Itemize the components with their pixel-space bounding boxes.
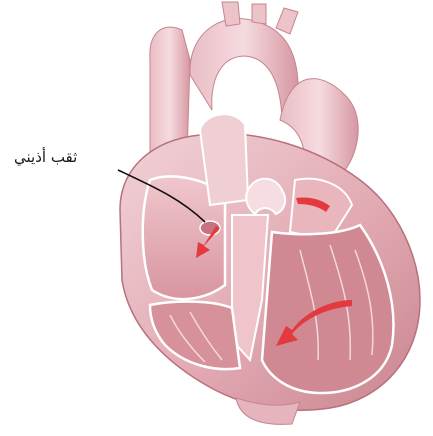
- pulmonary-valve: [246, 179, 285, 214]
- carotid-artery: [252, 4, 266, 24]
- subclavian-artery: [276, 8, 298, 34]
- right-ventricle: [150, 302, 240, 370]
- atrial-septal-defect-label: ثقب أذيني: [14, 148, 77, 166]
- aortic-root: [200, 114, 248, 205]
- aortic-arch: [190, 19, 298, 118]
